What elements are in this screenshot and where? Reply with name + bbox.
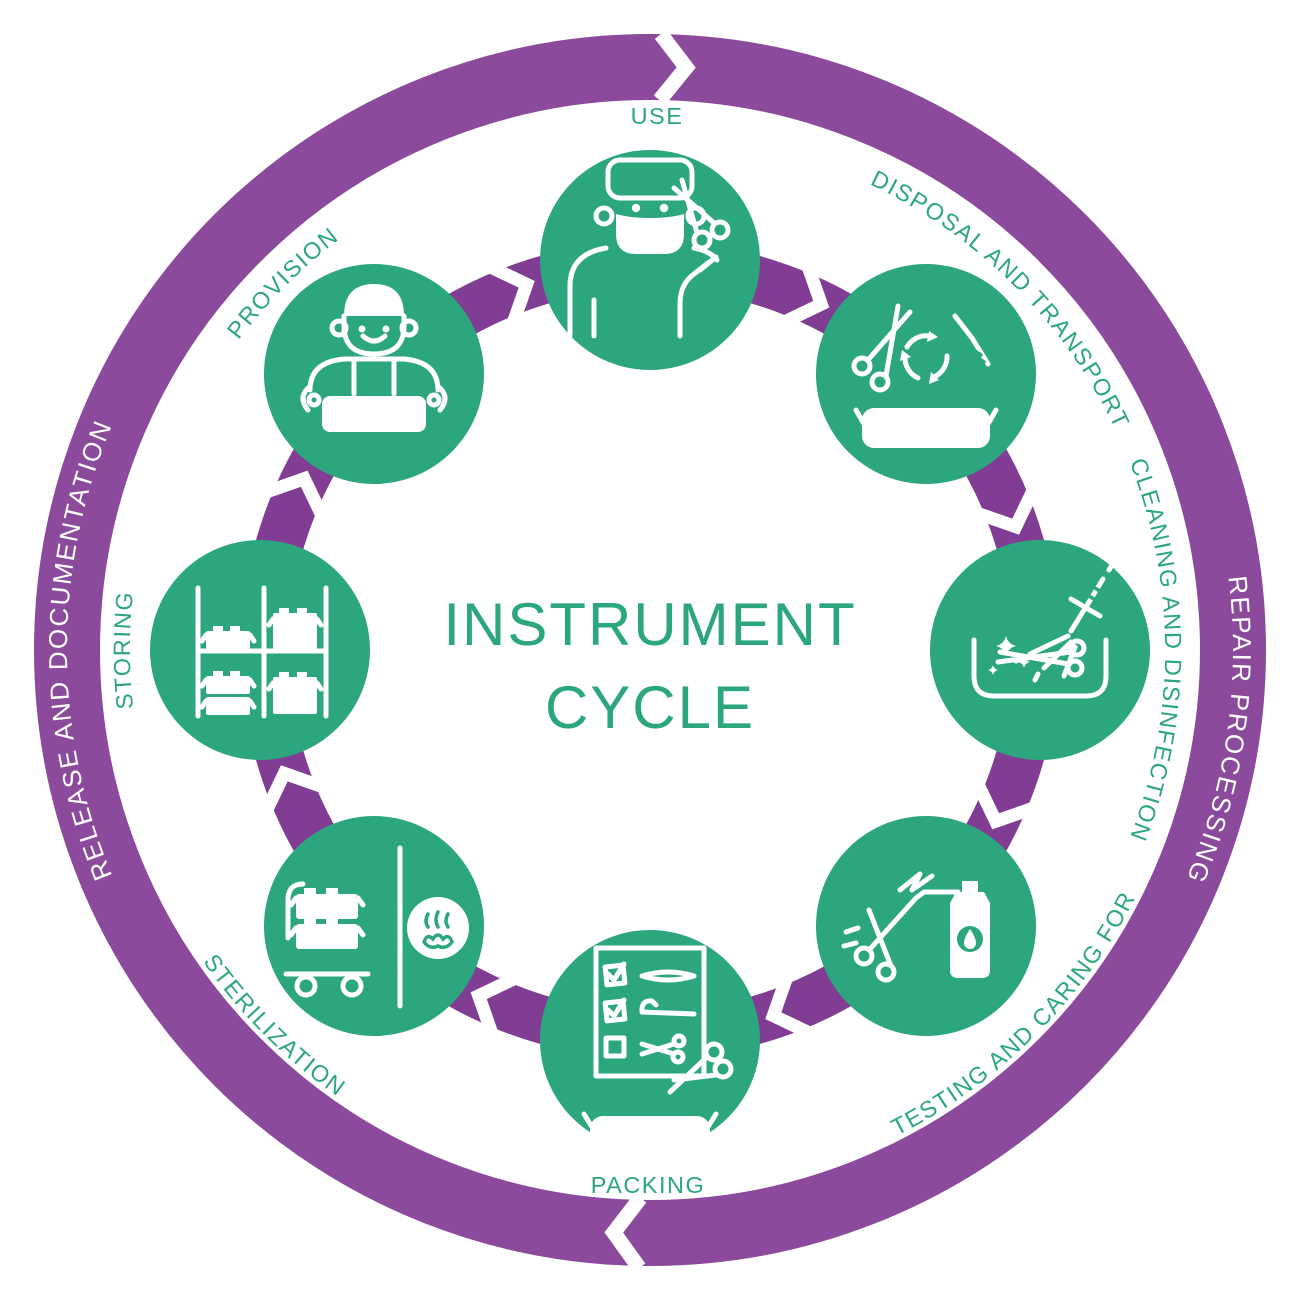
cycle-chevron-sterilization-storing	[261, 765, 324, 812]
stage-provision: PROVISION	[222, 222, 484, 484]
stage-use: USE	[540, 103, 760, 370]
cycle-chevron-packing-sterilization	[470, 973, 517, 1035]
surgeon-icon	[567, 157, 731, 339]
outer-ring-chevron-bottom	[604, 1193, 647, 1273]
stage-storing: STORING	[109, 540, 370, 760]
stage-label-use: USE	[631, 103, 684, 129]
stage-label-packing: PACKING	[591, 1172, 706, 1198]
cycle-chevrons	[261, 261, 1039, 1039]
stage-circle-disposal	[816, 264, 1036, 484]
storage-shelf-containers-icon	[195, 585, 329, 719]
diagram-title-line2: CYCLE	[545, 674, 755, 741]
scissors-scalpel-recycle-tray-icon	[851, 303, 999, 448]
stage-packing: PACKING	[540, 930, 760, 1198]
checklist-wrap-icon	[581, 945, 734, 1150]
stage-circle-use	[540, 150, 760, 370]
staff-carrying-tray-icon	[300, 284, 448, 432]
cycle-chevron-provision-use	[488, 261, 535, 324]
cycle-chevron-storing-provision	[265, 470, 327, 517]
stage-cleaning-and-disinfection: CLEANING AND DISINFECTION	[930, 455, 1185, 845]
scissors-oil-can-icon	[841, 871, 990, 983]
outer-ring	[34, 34, 1266, 1266]
stage-circle-provision	[264, 264, 484, 484]
stage-circle-testing	[816, 816, 1036, 1036]
cycle-chevron-disposal-cleaning	[976, 488, 1039, 535]
spray-gun-basin-icon	[971, 550, 1127, 699]
sterilizer-cart-steam-icon	[283, 845, 469, 1009]
cycle-chevron-testing-packing	[765, 976, 812, 1039]
stage-label-storing: STORING	[109, 590, 138, 711]
stage-circle-sterilization	[264, 816, 484, 1036]
cycle-chevron-use-disposal	[783, 265, 830, 327]
cycle-chevron-cleaning-testing	[973, 783, 1035, 830]
diagram-title-line1: INSTRUMENT	[443, 591, 856, 658]
outer-ring-chevron-top	[653, 29, 696, 105]
stage-disposal-and-transport: DISPOSAL AND TRANSPORT	[816, 165, 1133, 484]
